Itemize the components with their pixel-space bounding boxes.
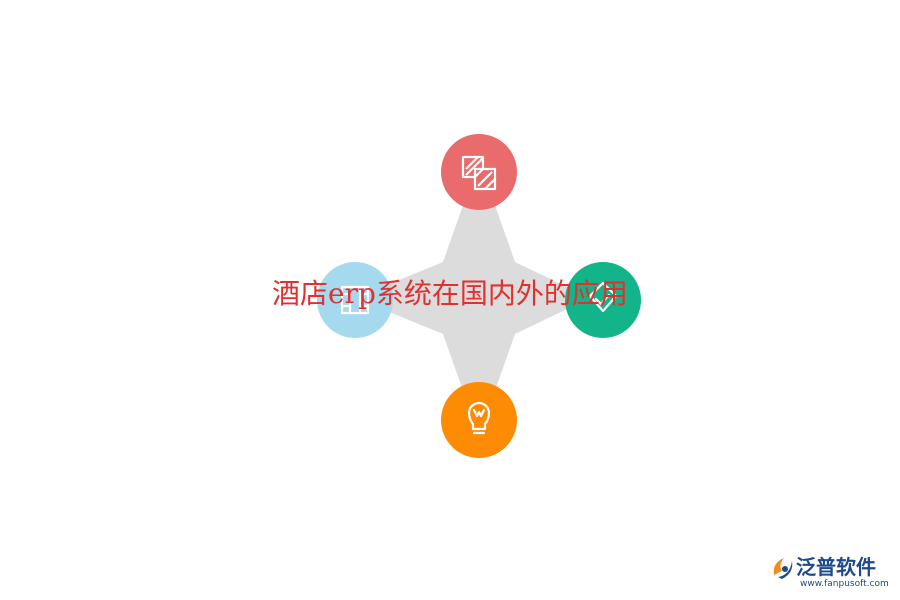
logo-url: www.fanpusoft.com (800, 579, 889, 589)
node-right (565, 262, 641, 338)
check-tag-icon (588, 281, 618, 313)
logo-mark (773, 558, 793, 579)
diagram-title: 酒店erp系统在国内外的应用 (272, 277, 628, 310)
film-strip-icon (340, 285, 370, 315)
logo-name: 泛普软件 (796, 555, 876, 579)
node-left-circle (317, 262, 393, 338)
node-bottom-circle (441, 382, 517, 458)
node-top (441, 134, 517, 210)
star-shape (355, 160, 590, 436)
brand-logo: 泛普软件 www.fanpusoft.com (770, 553, 896, 593)
node-bottom (441, 382, 517, 458)
lightbulb-icon (467, 401, 491, 435)
node-left (317, 262, 393, 338)
node-right-circle (565, 262, 641, 338)
layers-icon (461, 155, 497, 191)
